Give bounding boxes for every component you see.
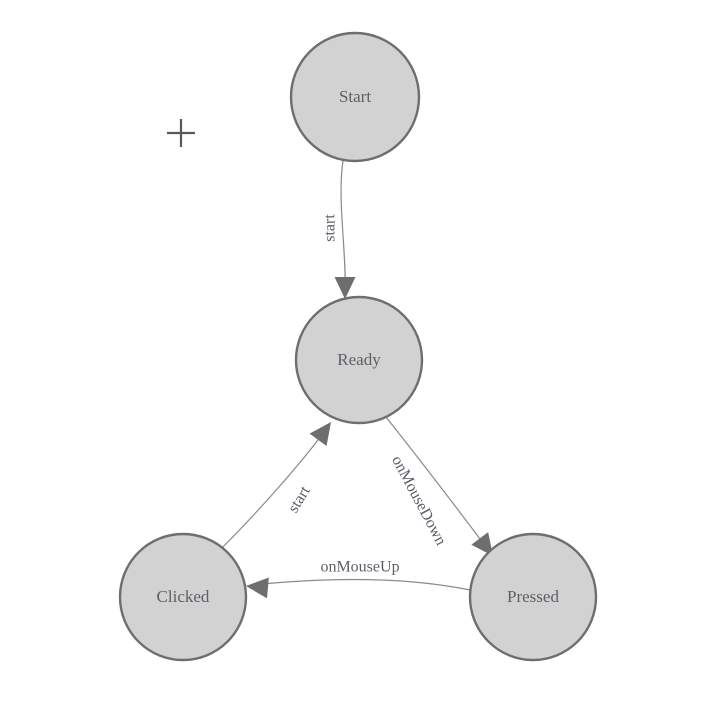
edge-line	[340, 160, 346, 296]
edge-clicked-to-ready: start	[218, 422, 331, 552]
state-node-circle[interactable]	[468, 532, 598, 662]
edge-arrowhead	[309, 422, 331, 446]
edge-arrowhead	[334, 277, 356, 299]
state-node-circle[interactable]	[294, 295, 424, 425]
edge-arrowhead	[246, 577, 269, 599]
state-node-pressed[interactable]: Pressed	[468, 532, 598, 662]
state-node-clicked[interactable]: Clicked	[118, 532, 248, 662]
crosshair-marker	[167, 119, 195, 147]
state-node-circle[interactable]	[289, 31, 421, 163]
edge-line	[385, 416, 490, 552]
edge-line	[251, 578, 471, 591]
edge-pressed-to-clicked: onMouseUp	[246, 559, 471, 599]
edge-arrowhead	[471, 532, 493, 556]
edge-ready-to-pressed: onMouseDown	[385, 416, 493, 556]
cursor-layer	[167, 119, 195, 147]
edge-label: onMouseDown	[388, 453, 449, 548]
state-node-ready[interactable]: Ready	[294, 295, 424, 425]
state-node-start[interactable]: Start	[289, 31, 421, 163]
edge-line	[218, 427, 328, 552]
edge-label: start	[322, 214, 339, 242]
edge-label: start	[285, 483, 314, 516]
edge-start-to-ready: start	[322, 160, 356, 299]
state-node-circle[interactable]	[118, 532, 248, 662]
edge-label: onMouseUp	[320, 559, 399, 576]
